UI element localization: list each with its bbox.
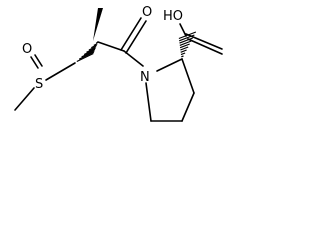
ring-c5-n-bond <box>145 82 152 122</box>
sulfur-methyl-bond <box>14 87 35 111</box>
alpha-carbonyl-bond <box>97 41 125 52</box>
nitrogen-label: N <box>140 70 150 85</box>
carboxyl-double-bond-b <box>187 38 223 55</box>
structural-formula: HO O O S N <box>14 5 223 122</box>
ring-c3-c4-bond <box>181 92 195 122</box>
ch2-sulfur-bond <box>45 62 76 81</box>
ring-c2-c3-bond <box>181 58 195 94</box>
sulfoxide-oxygen-label: O <box>22 42 32 57</box>
carbonyl-oxygen-label: O <box>142 5 152 20</box>
carbonyl-double-bond-a <box>120 17 142 51</box>
methyl-wedge-bond <box>93 8 103 41</box>
carbonyl-nitrogen-bond <box>123 50 144 67</box>
carboxyl-double-bond-a <box>185 33 223 50</box>
ring-n-c2-bond <box>156 58 183 72</box>
sulfur-label: S <box>35 77 43 92</box>
carboxyl-hashed-wedge-bond <box>178 31 197 58</box>
carboxyl-oh-bond <box>179 23 187 37</box>
carboxyl-oh-label: HO <box>163 9 183 24</box>
carbonyl-double-bond-b <box>125 20 147 54</box>
sulfoxide-double-bond-b <box>34 54 43 67</box>
ch2-hashed-wedge-bond <box>76 41 99 63</box>
sulfoxide-double-bond-a <box>30 56 39 69</box>
